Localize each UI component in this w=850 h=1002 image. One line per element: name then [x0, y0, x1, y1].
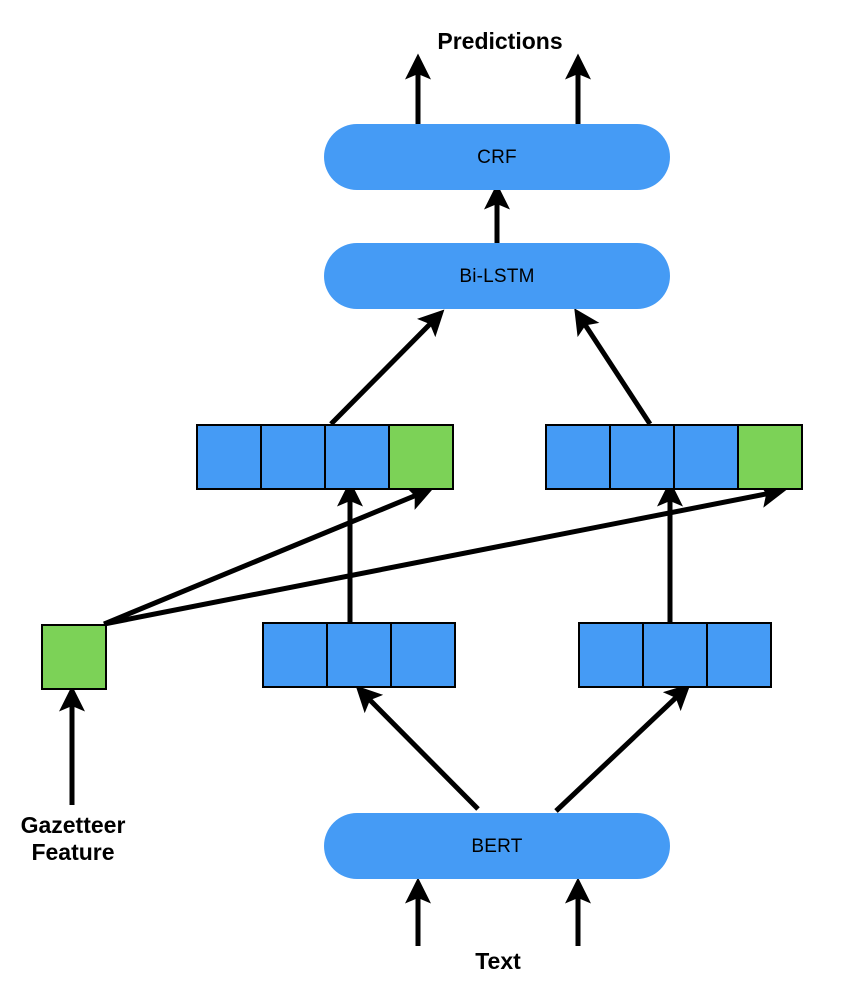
concat-left-cell-1[interactable]	[196, 424, 262, 490]
bilstm-module[interactable]: Bi-LSTM	[324, 243, 670, 309]
edge-concat-right-to-bilstm	[574, 308, 653, 426]
bilstm-module-label: Bi-LSTM	[459, 265, 535, 287]
gazetteer-feature-label: Gazetteer Feature	[20, 812, 126, 865]
embedding-strip-right	[578, 622, 772, 688]
edge-gazetteer-to-concat-left	[103, 485, 434, 627]
crf-module[interactable]: CRF	[324, 124, 670, 190]
text-label: Text	[475, 948, 521, 974]
concat-left-cell-4-gazetteer[interactable]	[388, 424, 454, 490]
edge-bert-to-embedding-left	[355, 685, 480, 811]
embedding-left-cell-2[interactable]	[326, 622, 392, 688]
concat-right-cell-3[interactable]	[673, 424, 739, 490]
concat-left-cell-2[interactable]	[260, 424, 326, 490]
edge-gazetteer-to-concat-right	[103, 482, 787, 627]
concat-strip-left	[196, 424, 454, 490]
edge-concat-left-to-bilstm	[329, 309, 445, 426]
concat-right-cell-1[interactable]	[545, 424, 611, 490]
concat-strip-right	[545, 424, 803, 490]
embedding-right-cell-1[interactable]	[578, 622, 644, 688]
gazetteer-cell[interactable]	[41, 624, 107, 690]
predictions-label: Predictions	[437, 28, 563, 54]
edge-bert-to-embedding-right	[554, 683, 691, 813]
concat-right-cell-4-gazetteer[interactable]	[737, 424, 803, 490]
embedding-strip-left	[262, 622, 456, 688]
embedding-left-cell-1[interactable]	[262, 622, 328, 688]
crf-module-label: CRF	[477, 146, 517, 168]
concat-left-cell-3[interactable]	[324, 424, 390, 490]
bert-module[interactable]: BERT	[324, 813, 670, 879]
embedding-right-cell-2[interactable]	[642, 622, 708, 688]
bert-module-label: BERT	[471, 835, 523, 857]
concat-right-cell-2[interactable]	[609, 424, 675, 490]
embedding-right-cell-3[interactable]	[706, 622, 772, 688]
embedding-left-cell-3[interactable]	[390, 622, 456, 688]
